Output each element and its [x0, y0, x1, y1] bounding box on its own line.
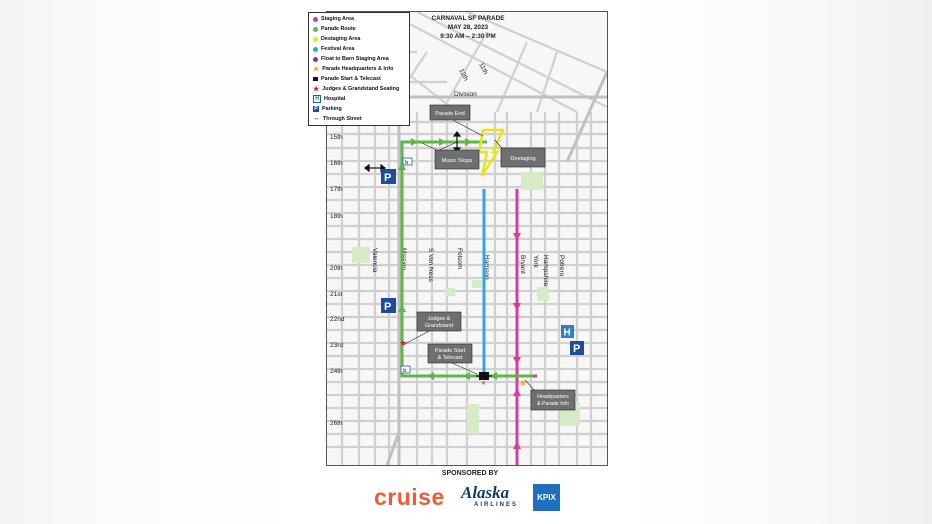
judges-star-legend-icon: ★ — [313, 86, 320, 93]
parking-icon-north: P — [384, 172, 391, 184]
parade-title: CARNAVAL SF PARADE — [431, 15, 505, 22]
street-label-21st: 21st — [330, 291, 342, 298]
festival-dot-icon — [313, 46, 318, 52]
bart-icon-16th: b — [405, 160, 409, 166]
parade-date: MAY 28, 2023 — [447, 24, 489, 31]
float-barn-dot-icon — [313, 56, 318, 62]
bart-station-icons: b b — [400, 157, 413, 374]
legend-item-destaging: Destaging Area — [313, 35, 360, 43]
alaska-airlines-wordmark: AIRLINES — [474, 502, 519, 508]
legend-item-through-street: ↔ Through Street — [313, 115, 362, 123]
judges-label-line2: Grandstand — [425, 323, 453, 329]
cruise-logo: cruise — [374, 484, 445, 510]
parking-legend-icon: P — [313, 106, 319, 112]
parade-start-x-icon: ✕ — [481, 381, 486, 387]
street-label-24th: 24th — [330, 368, 343, 375]
legend-item-parking: P Parking — [313, 105, 342, 113]
camera-legend-icon — [313, 77, 318, 81]
map-canvas: 11th 12th Division 15th 16th 17th 18th 2… — [327, 12, 607, 465]
judges-callout — [416, 311, 462, 332]
street-label-bryant: Bryant — [519, 255, 526, 274]
legend-label: Hospital — [324, 96, 346, 102]
destaging-dot-icon — [313, 36, 318, 42]
parade-route-dot-icon — [313, 26, 318, 32]
sponsored-by-heading: SPONSORED BY — [441, 470, 499, 477]
map-legend: Staging Area Parade Route Destaging Area… — [308, 12, 410, 126]
destaging-callout — [500, 147, 546, 168]
legend-label: Float to Barn Staging Area — [321, 56, 389, 62]
parking-icon-mid: P — [384, 301, 391, 313]
street-label-20th: 20th — [330, 265, 343, 272]
street-label-s-van-ness: S Van Ness — [427, 248, 434, 283]
parking-icons: P P P — [381, 169, 584, 355]
street-label-18th: 18th — [330, 213, 343, 220]
street-label-valencia: Valencia — [371, 248, 378, 273]
legend-label: Through Street — [323, 116, 362, 122]
legend-item-parade-start: Parade Start & Telecast — [313, 75, 381, 83]
judges-star-icon: ★ — [399, 338, 407, 348]
street-label-harrison: Harrison — [483, 255, 490, 280]
staging-dot-icon — [313, 16, 318, 22]
parade-route — [398, 138, 533, 380]
parade-time: 9:30 AM – 2:30 PM — [440, 33, 496, 40]
street-label-potrero: Potrero — [558, 255, 565, 277]
parade-title-block: CARNAVAL SF PARADE MAY 28, 2023 9:30 AM … — [422, 14, 514, 41]
legend-item-festival: Festival Area — [313, 45, 354, 53]
alaska-logo: Alaska — [461, 483, 510, 502]
staging-area-route — [509, 189, 537, 465]
street-label-22nd: 22nd — [330, 316, 345, 323]
destaging-label: Destaging — [510, 156, 535, 162]
legend-item-parade-route: Parade Route — [313, 25, 356, 33]
legend-label: Parade Route — [321, 26, 356, 32]
hospital-icon — [561, 325, 574, 338]
music-stops-label: Music Stops — [442, 158, 473, 164]
legend-item-headquarters: ★ Parade Headquarters & Info — [313, 65, 393, 73]
headquarters-star-legend-icon: ★ — [313, 66, 320, 73]
hospital-legend-icon: H — [313, 95, 321, 103]
parade-start-label-line2: & Telecast — [438, 355, 463, 361]
double-arrow-legend-icon: ↔ — [313, 115, 320, 122]
destaging-area — [477, 128, 505, 177]
headquarters-callout — [530, 389, 576, 411]
background-right-blur — [632, 0, 932, 524]
parade-end-label: Parade End — [435, 111, 465, 117]
legend-item-hospital: H Hospital — [313, 95, 345, 103]
headquarters-label-line2: & Parade Info — [537, 401, 569, 407]
parade-start-callout — [427, 343, 473, 364]
legend-item-staging: Staging Area — [313, 15, 354, 23]
street-label-folsom: Folsom — [456, 248, 463, 269]
legend-item-judges: ★ Judges & Grandstand Seating — [313, 85, 399, 93]
headquarters-star-icon: ★ — [519, 378, 527, 388]
street-label-26th: 26th — [330, 420, 343, 427]
legend-label: Destaging Area — [321, 36, 361, 42]
legend-label: Judges & Grandstand Seating — [322, 86, 400, 92]
kpix-logo: KPIX — [533, 484, 560, 511]
music-stops-callout — [434, 149, 480, 170]
legend-label: Parade Start & Telecast — [321, 76, 381, 82]
legend-label: Staging Area — [321, 16, 355, 22]
hospital-icon-letter: H — [564, 328, 571, 339]
street-label-17th: 17th — [330, 186, 343, 193]
parade-start-camera-icon — [479, 372, 489, 380]
street-label-16th: 16th — [330, 160, 343, 167]
legend-label: Festival Area — [321, 46, 355, 52]
street-label-23rd: 23rd — [330, 342, 343, 349]
background-left-blur — [0, 0, 300, 524]
legend-item-float-barn: Float to Barn Staging Area — [313, 55, 389, 63]
bart-icon-24th: b — [403, 368, 407, 374]
legend-label: Parade Headquarters & Info — [322, 66, 394, 72]
parade-start-label-line1: Parade Start — [435, 348, 466, 354]
legend-label: Parking — [322, 106, 342, 112]
parade-end-callout — [429, 104, 471, 121]
street-label-york: York — [532, 255, 539, 269]
callout-boxes: Parade End Music Stops Destaging Judges … — [416, 104, 576, 411]
headquarters-label-line1: Headquarters — [537, 394, 569, 400]
street-label-hampshire: Hampshire — [542, 255, 549, 287]
parking-icon-east: P — [573, 343, 580, 355]
judges-label-line1: Judges & — [428, 316, 451, 322]
street-labels: 11th 12th Division 15th 16th 17th 18th 2… — [330, 62, 565, 427]
street-label-15th: 15th — [330, 134, 343, 141]
street-label-division: Division — [454, 91, 477, 98]
